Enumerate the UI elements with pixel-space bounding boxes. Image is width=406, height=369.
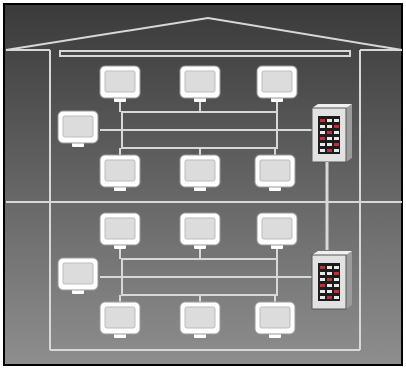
workstation-monitor-icon (254, 301, 296, 338)
ceiling-strip (59, 50, 351, 57)
monitor-screen (62, 115, 94, 138)
workstation-monitor-icon (99, 65, 141, 102)
workstation-monitor-icon (99, 301, 141, 338)
server-indicator (334, 137, 339, 140)
monitor-screen (62, 262, 94, 285)
monitor-screen (184, 306, 216, 329)
monitor-screen (184, 159, 216, 182)
server-indicator (320, 296, 325, 299)
server-side (346, 104, 352, 162)
server-indicator (320, 278, 325, 281)
monitor-screen (104, 217, 136, 240)
server-indicator (327, 149, 332, 152)
monitor-screen (104, 70, 136, 93)
server-indicator (320, 272, 325, 275)
server-indicator (334, 272, 339, 275)
server-indicator (327, 143, 332, 146)
monitor-screen (104, 306, 136, 329)
building-outline (5, 16, 403, 351)
server-indicator (334, 125, 339, 128)
server-top (312, 104, 352, 108)
server-indicator (327, 119, 332, 122)
workstation-monitor-icon (179, 65, 221, 102)
server-indicator (320, 125, 325, 128)
server-indicator (327, 284, 332, 287)
workstation-monitor-icon (256, 65, 298, 102)
server-indicator (327, 296, 332, 299)
server-indicator (327, 266, 332, 269)
server-indicator (327, 290, 332, 293)
server-indicator (320, 119, 325, 122)
floor-lower (57, 212, 352, 338)
monitor-screen (259, 306, 291, 329)
server-indicator (334, 296, 339, 299)
server-indicator (334, 278, 339, 281)
floor-upper (57, 65, 352, 191)
server-indicator (320, 149, 325, 152)
server-top (312, 251, 352, 255)
roof-line (5, 16, 403, 51)
workstation-monitor-icon (99, 154, 141, 191)
monitor-screen (184, 70, 216, 93)
workstation-monitor-icon (99, 212, 141, 249)
server-tower-icon (311, 104, 352, 163)
monitor-screen (259, 159, 291, 182)
server-indicator (334, 119, 339, 122)
workstation-monitor-icon (256, 212, 298, 249)
server-indicator (320, 284, 325, 287)
server-side (346, 251, 352, 309)
monitor-screen (261, 70, 293, 93)
server-indicator (320, 137, 325, 140)
server-tower-icon (311, 251, 352, 310)
server-indicator (327, 278, 332, 281)
server-indicator (327, 137, 332, 140)
monitor-screen (184, 217, 216, 240)
server-indicator (334, 290, 339, 293)
server-indicator (334, 149, 339, 152)
monitor-screen (261, 217, 293, 240)
server-indicator (320, 143, 325, 146)
workstation-monitor-icon (57, 257, 99, 294)
server-indicator (334, 143, 339, 146)
server-indicator (327, 131, 332, 134)
server-indicator (327, 272, 332, 275)
server-indicator (320, 290, 325, 293)
server-indicator (334, 131, 339, 134)
server-indicator (320, 131, 325, 134)
workstation-monitor-icon (179, 154, 221, 191)
server-indicator (327, 125, 332, 128)
server-indicator (334, 266, 339, 269)
workstation-monitor-icon (57, 110, 99, 147)
server-indicator (320, 266, 325, 269)
workstation-monitor-icon (179, 301, 221, 338)
workstation-monitor-icon (254, 154, 296, 191)
workstation-monitor-icon (179, 212, 221, 249)
monitor-screen (104, 159, 136, 182)
server-indicator (334, 284, 339, 287)
